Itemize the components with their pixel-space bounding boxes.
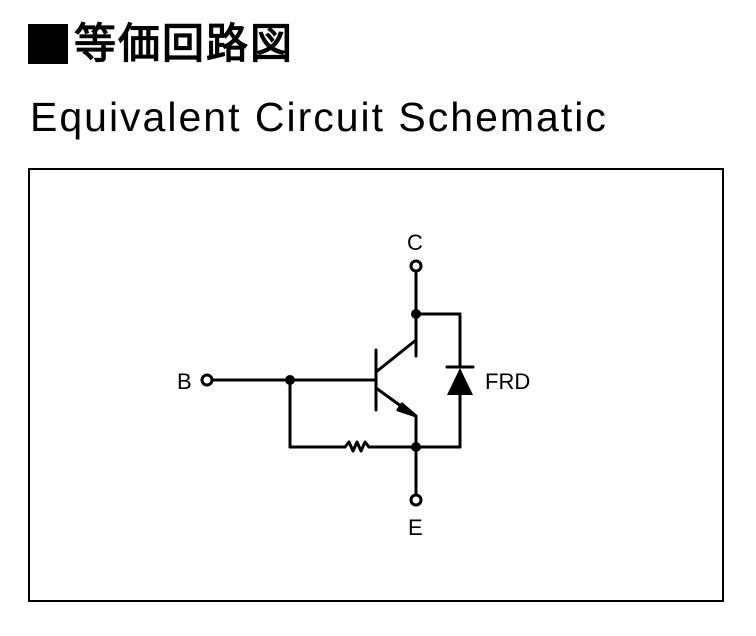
junction-dot-collector <box>411 309 421 319</box>
resistor-zigzag <box>343 440 371 453</box>
heading-japanese-text: 等価回路図 <box>74 19 295 68</box>
black-square-bullet-icon <box>28 24 68 64</box>
junction-dot-emitter <box>411 442 421 452</box>
terminal-emitter-icon <box>409 493 423 507</box>
label-collector: C <box>407 230 423 255</box>
terminal-base-icon <box>200 373 214 387</box>
schematic-frame <box>28 168 724 602</box>
section-heading-japanese: 等価回路図 <box>28 20 294 68</box>
transistor-collector-leg <box>374 338 418 374</box>
terminal-collector-icon <box>409 259 423 273</box>
label-emitter: E <box>408 515 423 540</box>
label-base: B <box>177 369 192 394</box>
diode-triangle-icon <box>447 368 473 395</box>
emitter-arrow-icon <box>396 402 418 418</box>
junction-dot-base <box>285 375 295 385</box>
heading-english-text: Equivalent Circuit Schematic <box>30 94 608 140</box>
label-frd: FRD <box>485 369 530 394</box>
